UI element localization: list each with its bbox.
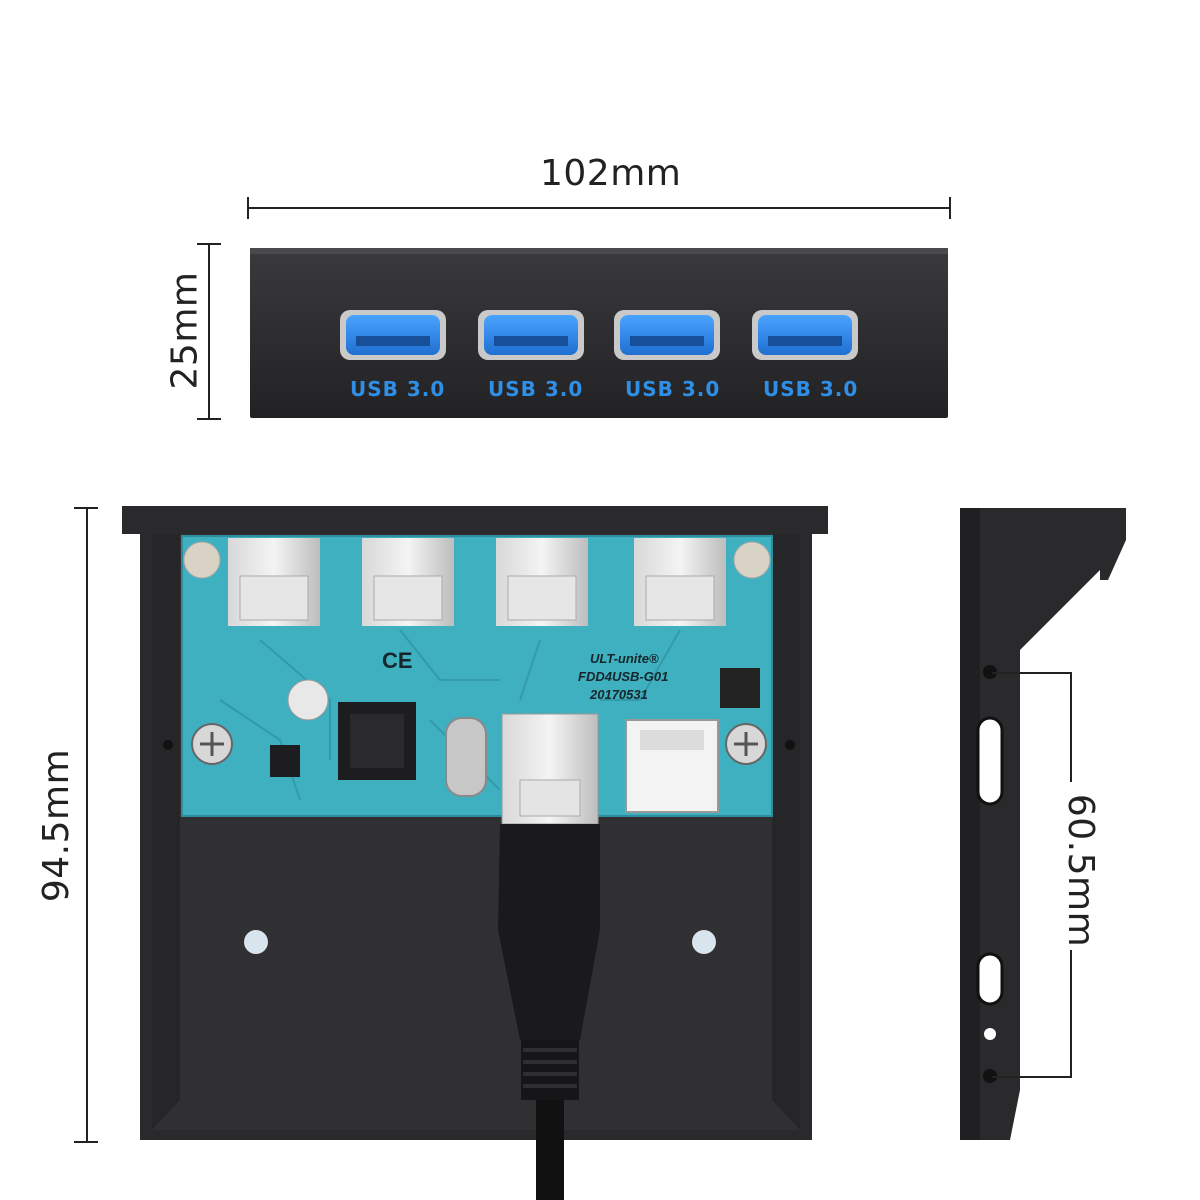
pcb-usb-1 <box>228 538 320 626</box>
width-dimension-line <box>248 207 950 209</box>
side-dimension-line-vertical-upper <box>1070 672 1072 782</box>
height-dimension-tick-bottom <box>197 418 221 420</box>
height-dimension-label: 25mm <box>164 271 206 390</box>
pcb-date: 20170531 <box>590 687 648 702</box>
usb-port-1 <box>340 310 446 360</box>
usb-plug <box>498 713 600 1200</box>
side-dimension-line-bottom <box>992 1076 1072 1078</box>
usb-port-3 <box>614 310 720 360</box>
height-dimension-tick-top <box>197 243 221 245</box>
width-dimension-tick-right <box>949 197 951 219</box>
width-dimension-tick-left <box>247 197 249 219</box>
pcb-brand: ULT-unite® <box>590 651 659 666</box>
pcb-model: FDD4USB-G01 <box>578 669 669 684</box>
pcb-usb-2 <box>362 538 454 626</box>
port-label-2: USB 3.0 <box>488 377 584 401</box>
port-label-1: USB 3.0 <box>350 377 446 401</box>
usb-port-4 <box>752 310 858 360</box>
side-dimension-label: 60.5mm <box>1060 793 1102 948</box>
depth-dimension-tick-bottom <box>74 1141 98 1143</box>
screw-left <box>191 723 233 765</box>
depth-dimension-tick-top <box>74 507 98 509</box>
usb-port-2 <box>478 310 584 360</box>
screw-right <box>725 723 767 765</box>
height-dimension-line <box>208 244 210 420</box>
pcb-usb-3 <box>496 538 588 626</box>
front-panel <box>250 248 948 418</box>
port-label-4: USB 3.0 <box>763 377 859 401</box>
pcb-usb-4 <box>634 538 726 626</box>
side-view-bracket <box>960 508 1126 1140</box>
width-dimension-label: 102mm <box>540 153 682 194</box>
side-dimension-line-vertical-lower <box>1070 950 1072 1078</box>
depth-dimension-line <box>86 508 88 1142</box>
port-label-3: USB 3.0 <box>625 377 721 401</box>
ce-mark: CE <box>382 648 413 673</box>
side-dimension-line-top <box>992 672 1072 674</box>
depth-dimension-label: 94.5mm <box>36 748 78 903</box>
top-view-bracket <box>122 506 828 1200</box>
